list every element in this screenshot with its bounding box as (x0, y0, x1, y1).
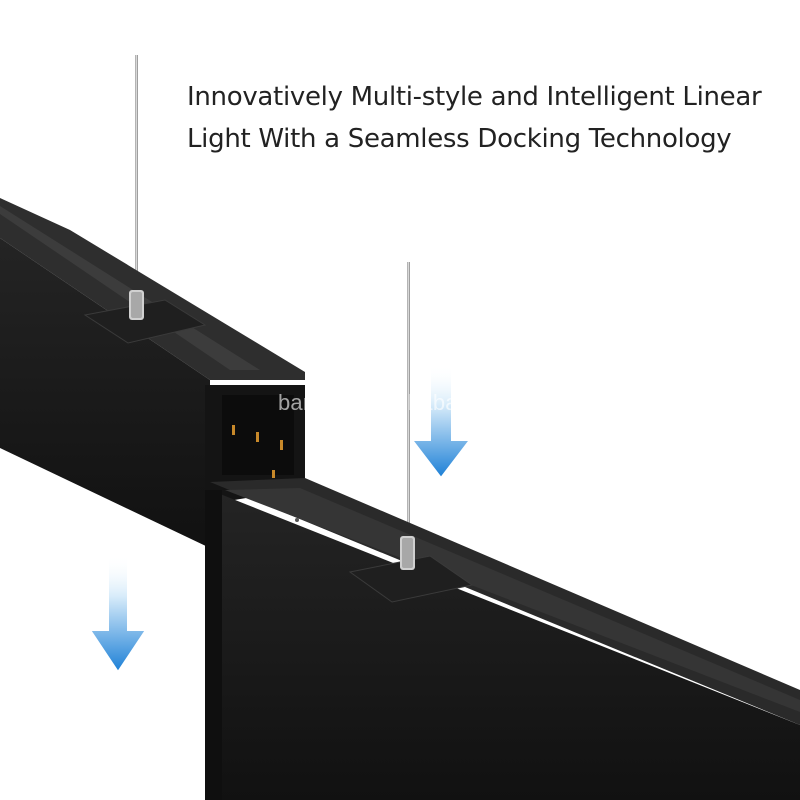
down-arrow-icon (409, 364, 473, 480)
suspension-rod-right (407, 262, 410, 542)
connector-pin (256, 432, 259, 442)
watermark: barrina.en.alibaba.com (278, 390, 507, 415)
headline: Innovatively Multi-style and Intelligent… (187, 76, 787, 160)
connector-pin (272, 470, 275, 478)
upper-profile-top (0, 198, 305, 380)
lower-profile-end (205, 490, 222, 800)
upper-profile-side (0, 238, 210, 548)
lower-profile-top-groove (225, 488, 800, 712)
down-arrow-icon (88, 554, 148, 674)
connector-pin (232, 425, 235, 435)
headline-line-2: Light With a Seamless Docking Technology (187, 124, 732, 154)
lower-profile-side (210, 490, 800, 800)
suspension-rod-left (135, 55, 138, 295)
headline-line-1: Innovatively Multi-style and Intelligent… (187, 82, 762, 112)
upper-profile-top-groove (0, 206, 260, 370)
screw-hole (295, 518, 299, 522)
connector-pin (280, 440, 283, 450)
